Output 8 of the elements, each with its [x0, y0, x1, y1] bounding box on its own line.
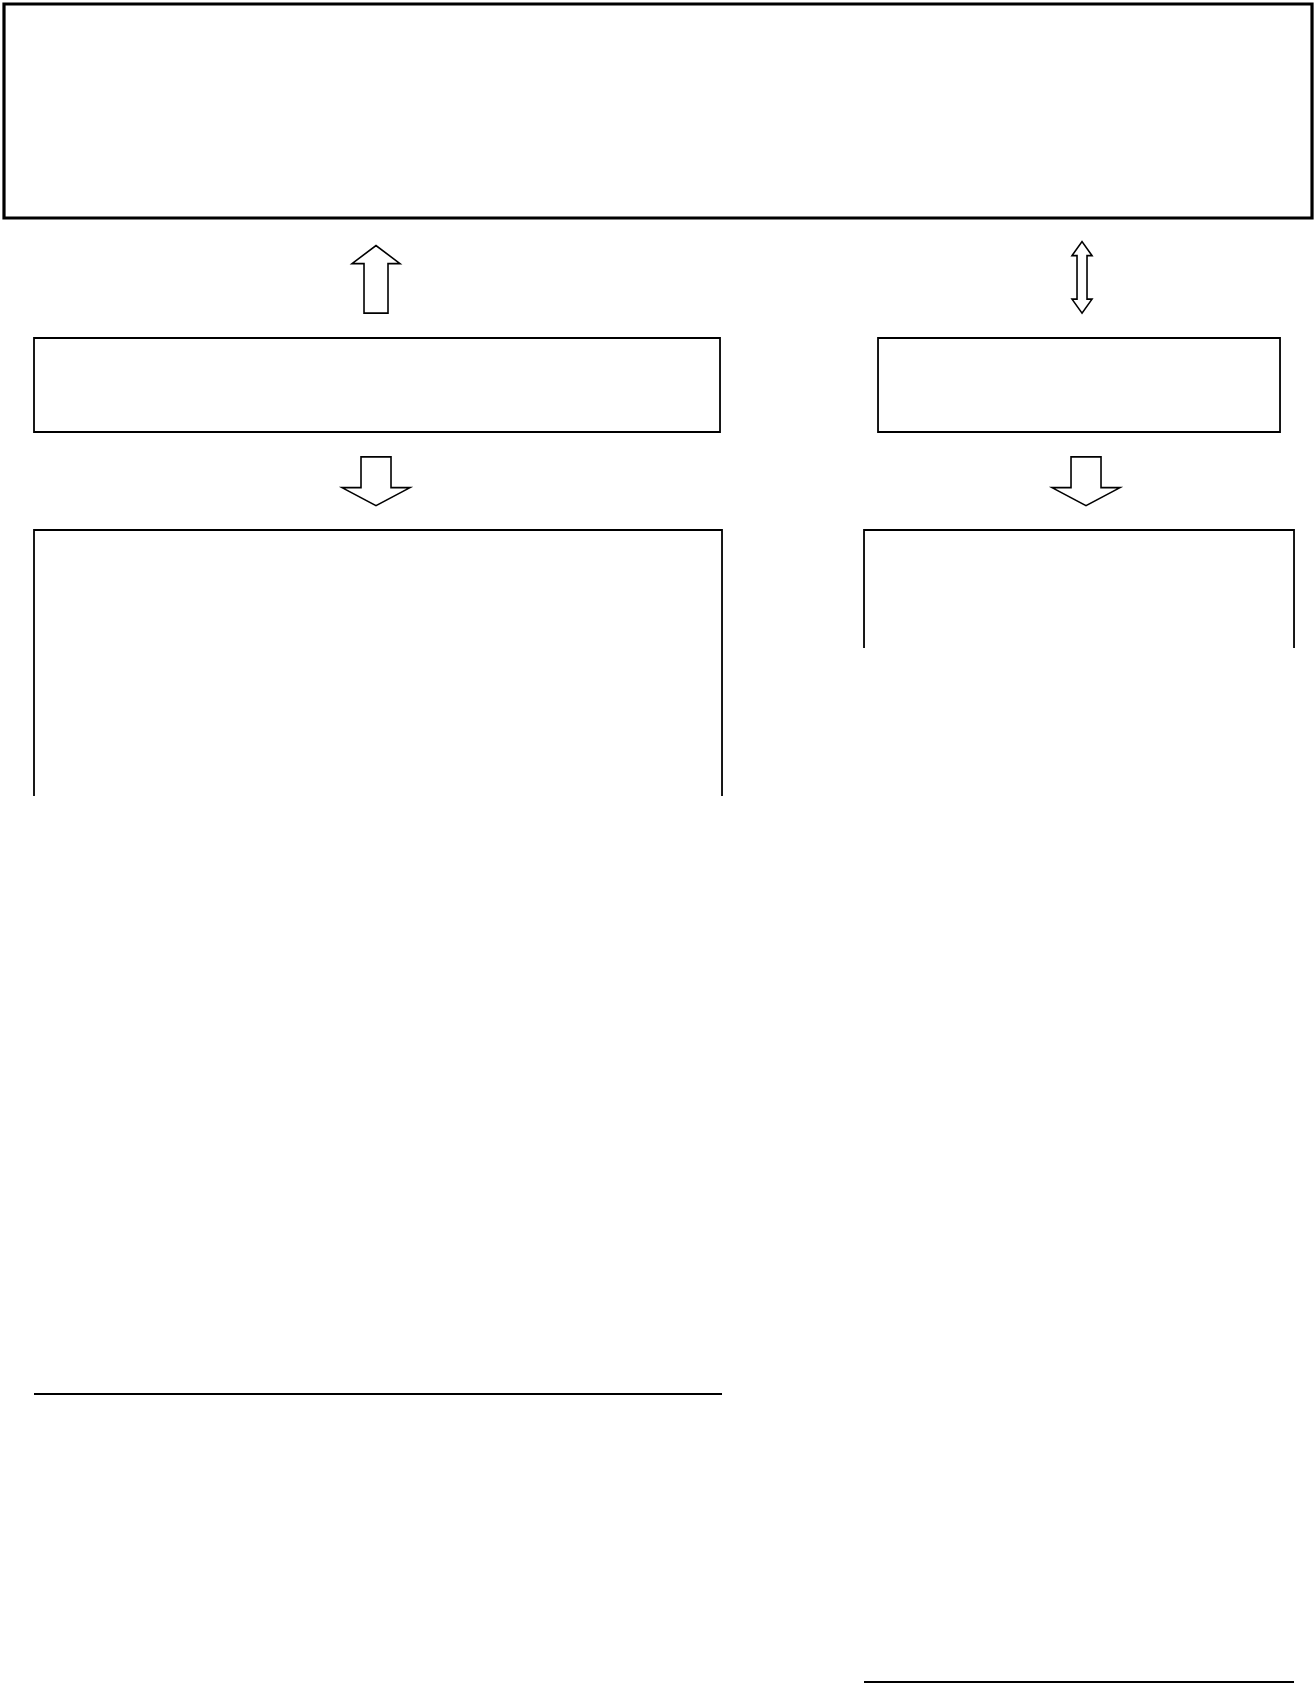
- frame-box: [877, 337, 1281, 433]
- open-frame-box: [33, 529, 723, 1395]
- frame-box: [2, 2, 1314, 220]
- frame-box: [33, 337, 721, 433]
- block-arrow: [338, 456, 414, 507]
- open-frame-box: [863, 529, 1295, 1683]
- block-arrow: [349, 244, 403, 314]
- block-arrow: [1048, 456, 1124, 507]
